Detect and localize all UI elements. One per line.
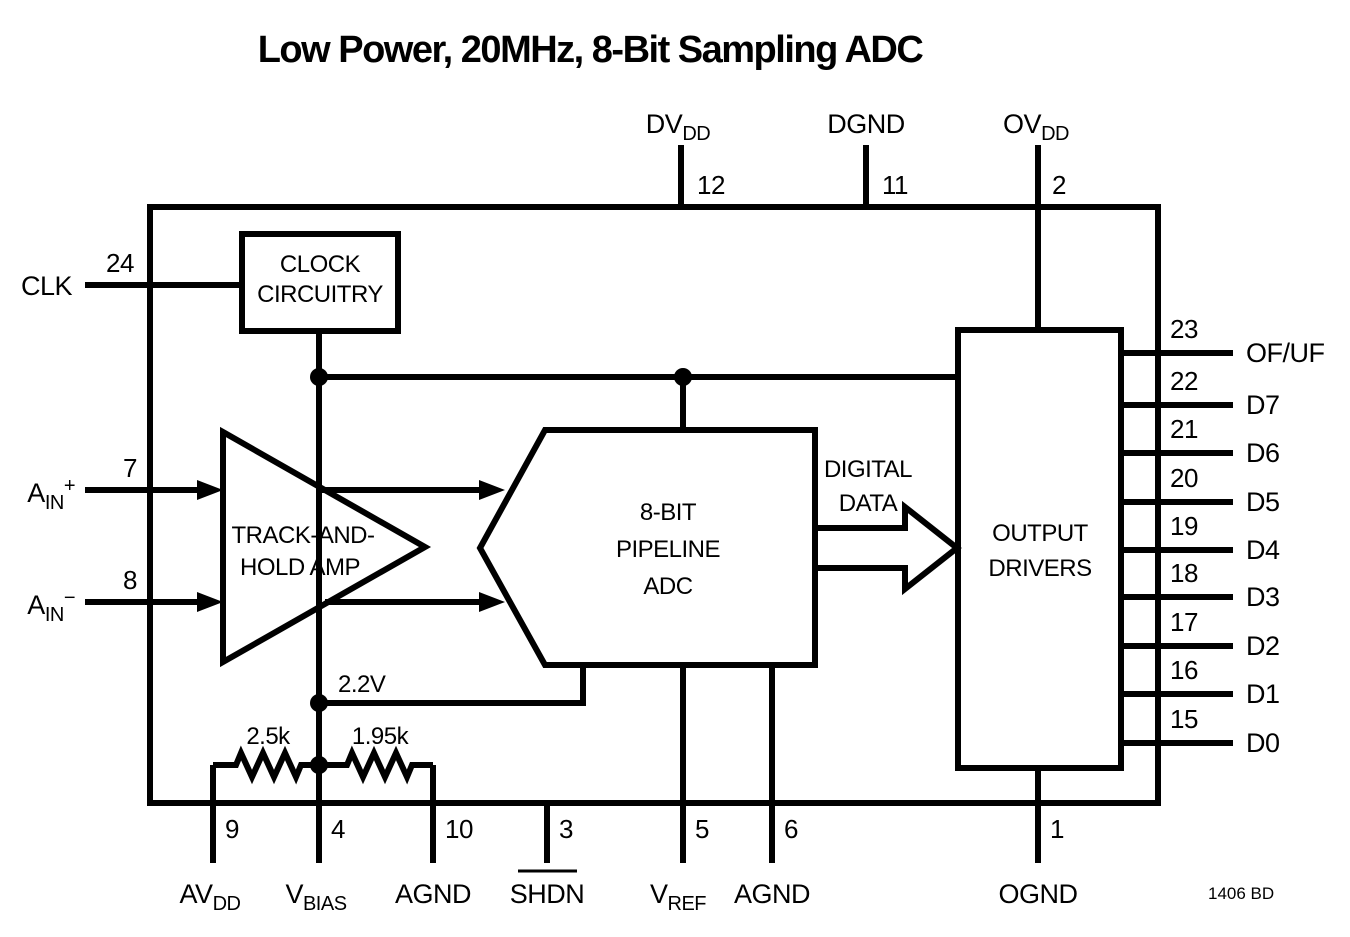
pin-label-d5: D5 [1246, 487, 1280, 517]
resistor-2k5-zigzag [213, 745, 319, 785]
pin-label-clk: CLK [21, 271, 73, 301]
pin-number-vref: 5 [695, 814, 709, 844]
pin-number-shdn: 3 [559, 814, 573, 844]
arrowhead-ain-plus [197, 480, 223, 500]
pin-label-d4: D4 [1246, 535, 1280, 565]
figure-code: 1406 BD [1208, 884, 1274, 903]
resistor-right-label: 1.95k [352, 723, 410, 750]
pin-label-ovdd: OVDD [1003, 109, 1069, 145]
internal-wires [210, 331, 1041, 863]
pin-label-agnd6: AGND [734, 879, 810, 909]
digital-data-label-2: DATA [839, 490, 898, 517]
pin-number-dvdd: 12 [697, 170, 725, 200]
output-drivers-box [955, 327, 1124, 771]
wire-2v2-to-adc [319, 665, 586, 706]
junction-dot-adc-drop [674, 368, 692, 386]
pin-number-d0: 15 [1170, 704, 1198, 734]
pin-label-d7: D7 [1246, 390, 1280, 420]
pin-label-agnd10: AGND [395, 879, 471, 909]
bottom-pins: 9 AVDD 4 VBIAS 10 AGND 3 SHDN 5 VREF 6 A… [180, 803, 1078, 915]
pin-label-vbias: VBIAS [285, 879, 346, 915]
pin-label-vref: VREF [650, 879, 706, 915]
tha-label-2: HOLD AMP [240, 554, 360, 581]
junction-dot-vbias [310, 756, 328, 774]
pin-number-d3: 18 [1170, 558, 1198, 588]
pipeline-adc [476, 427, 818, 668]
arrowhead-tha-adc-lower [479, 592, 505, 612]
pin-number-d7: 22 [1170, 366, 1198, 396]
pin-number-dgnd: 11 [882, 170, 908, 200]
pin-label-d0: D0 [1246, 728, 1280, 758]
top-pins: DVDD 12 DGND 11 OVDD 2 [646, 109, 1070, 330]
internal-voltage-label: 2.2V [338, 671, 386, 698]
pin-label-shdn: SHDN [510, 879, 585, 909]
drivers-label-1: OUTPUT [992, 520, 1089, 547]
pin-number-ofuf: 23 [1170, 314, 1198, 344]
pin-number-d6: 21 [1170, 414, 1198, 444]
pin-label-dgnd: DGND [827, 109, 905, 139]
arrowhead-tha-adc-upper [479, 480, 505, 500]
diagram-title: Low Power, 20MHz, 8-Bit Sampling ADC [258, 29, 924, 71]
digital-data-label-1: DIGITAL [824, 456, 912, 483]
pin-number-clk: 24 [106, 248, 134, 278]
pin-label-d2: D2 [1246, 631, 1280, 661]
pin-label-d6: D6 [1246, 438, 1280, 468]
pin-number-avdd: 9 [225, 814, 239, 844]
adc-label-1: 8-BIT [640, 499, 697, 526]
left-pins: CLK 24 AIN+ 7 AIN− 8 [21, 248, 242, 626]
resistor-1k95-zigzag [319, 745, 433, 785]
right-pins: 23 OF/UF 22 D7 21 D6 20 D5 19 D4 18 D3 1… [1121, 314, 1325, 758]
pin-number-ognd: 1 [1050, 814, 1064, 844]
pin-number-ain-plus: 7 [123, 453, 137, 483]
clock-circuitry-label-2: CIRCUITRY [257, 281, 383, 308]
digital-data-arrow [812, 500, 962, 596]
pin-label-ain-minus: AIN− [27, 587, 75, 626]
pin-number-agnd10: 10 [445, 814, 473, 844]
tha-to-adc-arrows [322, 480, 505, 612]
pin-number-d5: 20 [1170, 463, 1198, 493]
pin-number-ovdd: 2 [1052, 170, 1066, 200]
pin-label-d1: D1 [1246, 679, 1280, 709]
pin-label-ognd: OGND [999, 879, 1078, 909]
junction-dot-2v2 [310, 694, 328, 712]
pin-number-d2: 17 [1170, 607, 1198, 637]
pin-label-d3: D3 [1246, 582, 1280, 612]
pin-label-ofuf: OF/UF [1246, 338, 1325, 368]
clock-circuitry-label-1: CLOCK [280, 251, 361, 278]
pin-number-vbias: 4 [331, 814, 345, 844]
junction-dots [310, 368, 692, 774]
pin-label-avdd: AVDD [180, 879, 241, 915]
resistor-left-label: 2.5k [246, 723, 291, 750]
clock-circuitry-box [239, 231, 401, 334]
pin-number-d1: 16 [1170, 655, 1198, 685]
tha-label-1: TRACK-AND- [232, 522, 375, 549]
junction-dot-clock-bus [310, 368, 328, 386]
adc-label-2: PIPELINE [616, 536, 720, 563]
pin-label-dvdd: DVDD [646, 109, 710, 145]
pin-number-d4: 19 [1170, 511, 1198, 541]
drivers-label-2: DRIVERS [988, 555, 1091, 582]
pin-label-ain-plus: AIN+ [27, 475, 75, 514]
pin-number-ain-minus: 8 [123, 565, 137, 595]
adc-label-3: ADC [643, 573, 692, 600]
arrowhead-ain-minus [197, 592, 223, 612]
pin-number-agnd6: 6 [784, 814, 798, 844]
